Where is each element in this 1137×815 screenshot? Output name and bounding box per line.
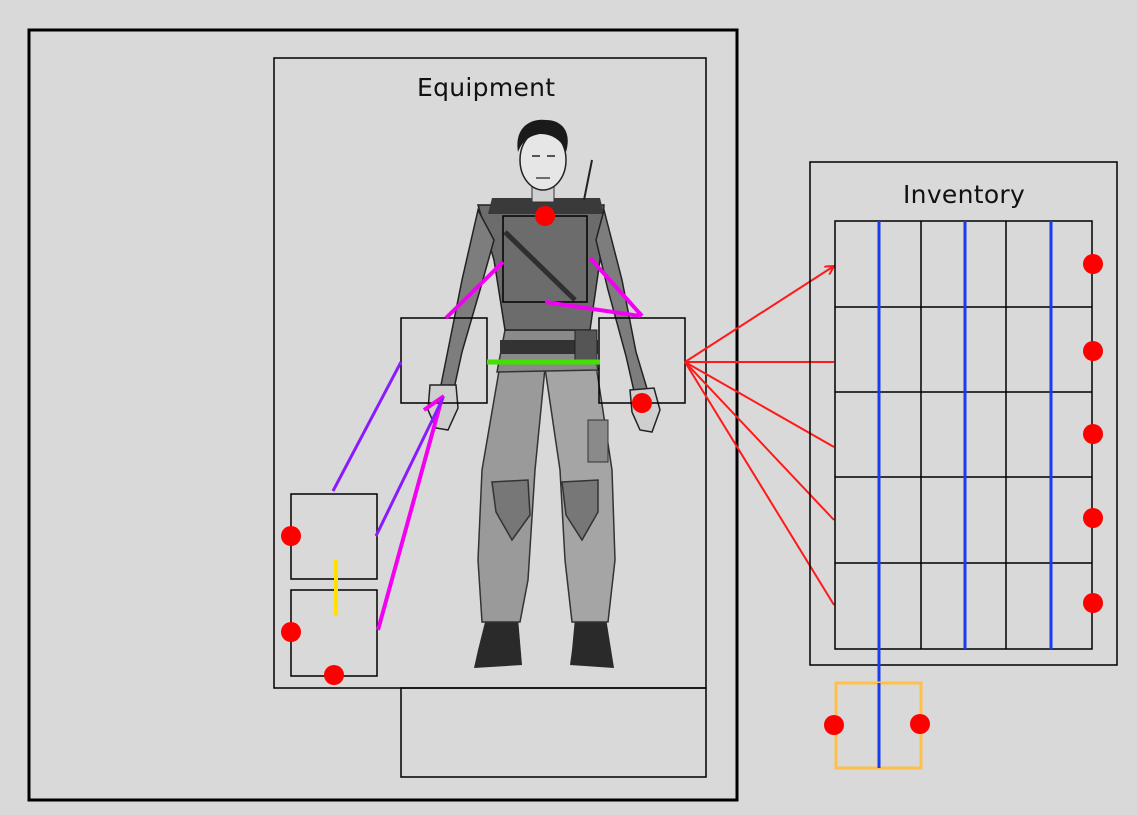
inventory-title-overlay: Inventory	[903, 180, 1026, 209]
weapon-slot-1-marker	[281, 526, 301, 546]
inventory-row-2-marker	[1083, 341, 1103, 361]
equipment-title-overlay: Equipment	[417, 73, 556, 102]
right-hand-marker	[632, 393, 652, 413]
equipment-markers	[281, 206, 652, 685]
inventory-markers	[1083, 254, 1103, 613]
inventory-panel	[809, 161, 1118, 666]
outer-window-frame	[27, 28, 739, 802]
equipment-footer-panel	[400, 687, 707, 778]
inventory-row-5-marker	[1083, 593, 1103, 613]
weapon-slot-2-marker	[281, 622, 301, 642]
inventory-row-4-marker	[1083, 508, 1103, 528]
inventory-column-lines	[877, 221, 1053, 768]
inventory-row-1-marker	[1083, 254, 1103, 274]
character-figure	[427, 119, 661, 668]
quick-slot-left-marker	[824, 715, 844, 735]
quick-slot-right-marker	[910, 714, 930, 734]
purple-connectors	[331, 361, 445, 537]
red-connectors	[684, 266, 834, 606]
chest-marker	[535, 206, 555, 226]
inventory-row-3-marker	[1083, 424, 1103, 444]
weapon-slot-2-bottom-marker	[324, 665, 344, 685]
magenta-connectors	[376, 256, 644, 631]
